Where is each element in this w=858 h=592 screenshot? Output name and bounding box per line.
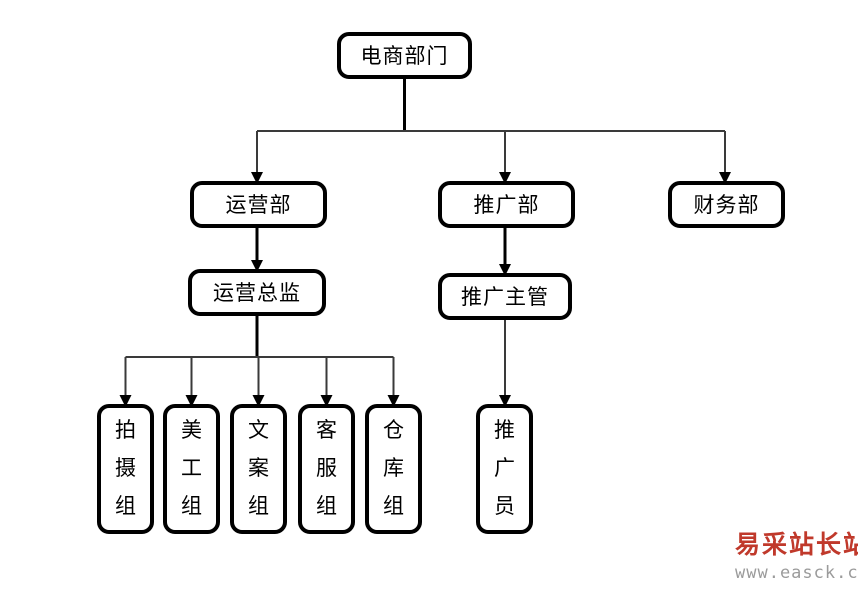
node-promoter-label: 推广员 <box>494 418 515 518</box>
node-design-team-box[interactable] <box>163 404 220 534</box>
node-promotion-supervisor-label: 推广主管 <box>461 285 549 309</box>
node-ecommerce-department[interactable]: 电商部门 <box>337 32 472 79</box>
node-photography-team-box[interactable] <box>97 404 154 534</box>
connector-group-promotion <box>499 226 511 407</box>
node-operations-director-label: 运营总监 <box>213 281 301 305</box>
node-promotion-supervisor-box[interactable] <box>438 273 572 320</box>
watermark-brand-text: 易采站长站 <box>735 530 858 559</box>
arrow-head-promotion-supervisor <box>499 264 511 276</box>
node-promotion-dept-box[interactable] <box>438 181 575 228</box>
arrow-head-finance <box>719 172 731 184</box>
arrow-head-operations <box>251 172 263 184</box>
arrow-head-promotion <box>499 172 511 184</box>
node-warehouse-team-label: 仓库组 <box>383 418 404 518</box>
node-customer-service-team-label: 客服组 <box>316 418 337 518</box>
node-warehouse-team-box[interactable] <box>365 404 422 534</box>
node-promotion-supervisor[interactable]: 推广主管 <box>438 273 572 320</box>
arrow-head-customer-service <box>320 395 333 407</box>
node-warehouse-team[interactable]: 仓库组 <box>365 404 422 534</box>
watermark-url-text: www.easck.com <box>735 563 858 583</box>
node-operations-dept-label: 运营部 <box>226 193 292 217</box>
node-copywriting-team-box[interactable] <box>230 404 287 534</box>
node-ecommerce-department-label: 电商部门 <box>361 44 449 68</box>
node-photography-team-label: 拍摄组 <box>115 418 136 518</box>
node-photography-team[interactable]: 拍摄组 <box>97 404 154 534</box>
node-finance-dept-box[interactable] <box>668 181 785 228</box>
node-promotion-dept[interactable]: 推广部 <box>438 181 575 228</box>
node-promoter-box[interactable] <box>476 404 533 534</box>
node-customer-service-team-box[interactable] <box>298 404 355 534</box>
node-operations-director-box[interactable] <box>188 269 326 316</box>
arrow-head-operations-director <box>251 260 263 272</box>
node-customer-service-team[interactable]: 客服组 <box>298 404 355 534</box>
node-operations-dept-box[interactable] <box>190 181 327 228</box>
connector-group-operations <box>251 226 263 272</box>
arrow-head-promoter <box>499 395 511 407</box>
node-copywriting-team-label: 文案组 <box>248 418 269 518</box>
node-promotion-dept-label: 推广部 <box>474 193 540 217</box>
node-operations-director[interactable]: 运营总监 <box>188 269 326 316</box>
node-ecommerce-department-box[interactable] <box>337 32 472 79</box>
node-design-team[interactable]: 美工组 <box>163 404 220 534</box>
connector-group-root <box>251 77 731 184</box>
node-finance-dept[interactable]: 财务部 <box>668 181 785 228</box>
node-finance-dept-label: 财务部 <box>694 193 760 217</box>
node-operations-dept[interactable]: 运营部 <box>190 181 327 228</box>
node-design-team-label: 美工组 <box>181 418 202 518</box>
arrow-head-copywriting <box>252 395 265 407</box>
node-promoter[interactable]: 推广员 <box>476 404 533 534</box>
connector-group-director-teams <box>119 314 400 407</box>
watermark: 易采站长站 www.easck.com <box>735 530 858 583</box>
node-copywriting-team[interactable]: 文案组 <box>230 404 287 534</box>
arrow-head-photography <box>119 395 132 407</box>
arrow-head-design <box>185 395 198 407</box>
arrow-head-warehouse <box>387 395 400 407</box>
